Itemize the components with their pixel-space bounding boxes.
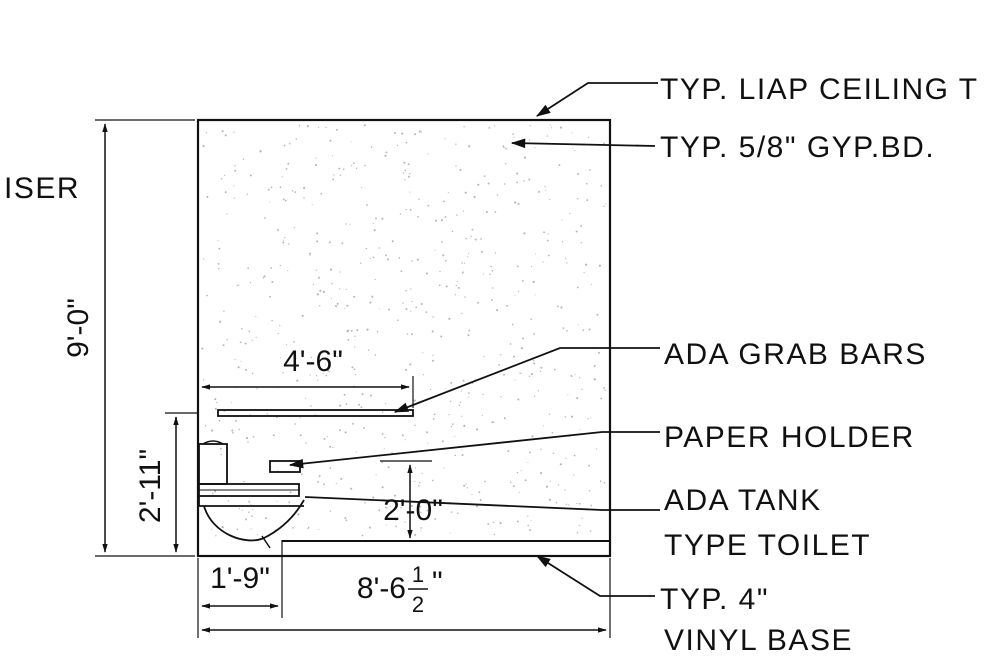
dim-toilet-offset: 1'-9" [210, 562, 270, 595]
dim-overall-width: 8'-6 1 2 " [357, 562, 443, 617]
label-ceiling: TYP. LIAP CEILING T [660, 73, 979, 106]
toilet-symbol [198, 440, 305, 549]
dim-grab-bar-height: 2'-11" [134, 449, 167, 523]
dim-grab-bar-length: 4'-6" [283, 345, 343, 378]
label-toilet-line2: TYPE TOILET [664, 529, 871, 562]
wall-speckle-texture [201, 124, 607, 537]
dim-holder-height: 2'-0" [383, 494, 443, 527]
label-gyp-board: TYP. 5/8" GYP.BD. [660, 131, 935, 164]
label-paper-holder: PAPER HOLDER [664, 421, 915, 454]
label-base-line1: TYP. 4" [660, 583, 769, 616]
dim-width-inch: " [432, 566, 443, 599]
grab-bar [217, 409, 414, 417]
paper-holder [269, 460, 301, 473]
label-toilet-line1: ADA TANK [664, 484, 822, 517]
label-grab-bars: ADA GRAB BARS [664, 338, 927, 371]
dimension-lines [95, 119, 611, 638]
dim-width-frac-den: 2 [412, 592, 424, 617]
dim-overall-height: 9'-0" [62, 298, 95, 358]
wall-outline [196, 118, 612, 558]
dim-width-frac-num: 1 [412, 562, 424, 587]
leader-lines [288, 82, 660, 597]
label-base-line2: VINYL BASE [664, 624, 853, 657]
label-riser: ISER [4, 172, 80, 205]
dim-width-whole: 8'-6 [357, 572, 406, 605]
